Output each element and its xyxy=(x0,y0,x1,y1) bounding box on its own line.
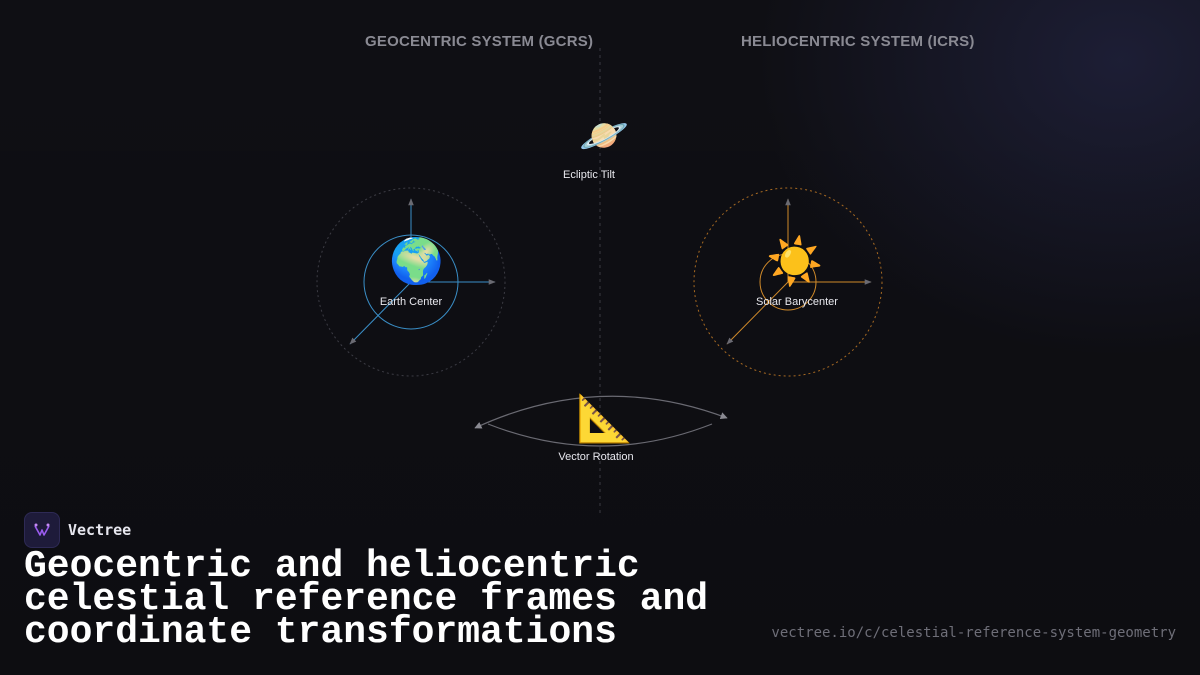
rotation-arc-upper xyxy=(474,395,728,429)
brand-name: Vectree xyxy=(68,521,132,539)
triangular-ruler-icon: 📐 xyxy=(576,391,634,445)
rotation-arrows xyxy=(474,395,728,447)
ringed-planet-icon: 🪐 xyxy=(579,113,629,159)
geocentric-frame xyxy=(316,187,506,377)
source-url[interactable]: vectree.io/c/celestial-reference-system-… xyxy=(771,625,1176,641)
earth-globe-icon: 🌍 xyxy=(389,236,444,287)
heliocentric-system-title: HELIOCENTRIC SYSTEM (ICRS) xyxy=(741,33,975,50)
brand: Vectree xyxy=(24,512,131,548)
vector-rotation-label: Vector Rotation xyxy=(558,451,634,463)
geocentric-system-title: GEOCENTRIC SYSTEM (GCRS) xyxy=(365,33,594,50)
rotation-arc-lower xyxy=(487,423,713,447)
sun-outer-orbit xyxy=(693,187,883,377)
sun-y-axis xyxy=(726,281,789,345)
ecliptic-tilt-label: Ecliptic Tilt xyxy=(563,169,615,181)
page-headline: Geocentric and heliocentric celestial re… xyxy=(24,545,709,654)
heliocentric-frame xyxy=(693,187,883,377)
earth-center-label: Earth Center xyxy=(379,296,443,308)
earth-y-axis xyxy=(349,281,412,345)
vectree-logo-icon xyxy=(24,512,60,548)
solar-barycenter-label: Solar Barycenter xyxy=(756,296,838,308)
sun-icon: ☀️ xyxy=(766,234,824,288)
earth-outer-orbit xyxy=(316,187,506,377)
